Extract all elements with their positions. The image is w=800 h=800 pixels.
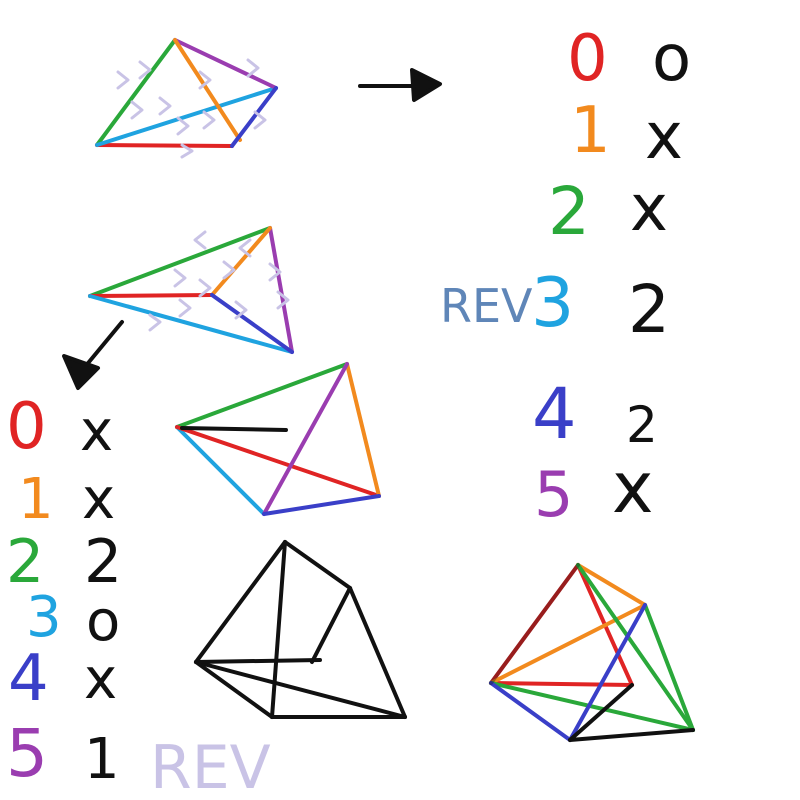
flip-arrow-mark (198, 278, 212, 298)
right-row-value: 2 (626, 396, 658, 454)
rev-label-left: REV (150, 733, 271, 800)
flip-arrow-mark (198, 70, 212, 90)
flip-arrow-mark (180, 143, 194, 159)
flip-arrow-mark (193, 230, 207, 250)
right-row-value: 2 (628, 271, 670, 348)
left-row-value: x (80, 399, 113, 464)
edge-orange (576, 563, 647, 607)
left-row-value: 1 (84, 727, 120, 792)
edge-blue (210, 293, 294, 354)
colored-tetra-left (175, 362, 381, 516)
colored-tetra-right (489, 563, 695, 742)
middle-tetra-with-flip-arrows (88, 226, 294, 354)
edge-orange (173, 38, 242, 142)
edge-green (576, 563, 695, 732)
edge-orange (210, 226, 272, 297)
edge-blue (262, 494, 381, 516)
edge-cyan (95, 86, 278, 147)
edge-cyan (88, 294, 294, 354)
edge-purple (268, 226, 294, 354)
flip-arrow-mark (138, 60, 152, 80)
flip-arrow-mark (176, 116, 190, 136)
left-index-table: 0 x 1 x 2 2 3 o 4 x 5 1 REV (6, 390, 271, 800)
flip-arrow-mark (158, 96, 172, 116)
flip-arrow-mark (234, 300, 248, 320)
left-row-index: 4 (8, 642, 49, 716)
black-wire-tetra (194, 540, 407, 719)
flip-arrow-mark (148, 313, 162, 332)
edge-red (489, 681, 634, 687)
left-row-value: x (82, 467, 115, 532)
flip-arrow-mark (246, 58, 260, 78)
right-row-index: 2 (548, 173, 590, 250)
edge-red (88, 293, 214, 298)
flip-arrow-mark (178, 298, 192, 318)
left-row-value: x (84, 647, 117, 712)
edge-blue (489, 681, 572, 742)
arrow-right (358, 68, 442, 102)
flip-arrow-mark (130, 100, 144, 120)
left-row-index: 3 (26, 585, 62, 650)
edge-orange (489, 603, 647, 685)
edge-purple (262, 362, 349, 516)
right-row-index: 0 (567, 22, 608, 96)
right-row-value: x (612, 447, 653, 529)
flip-arrow-mark (238, 238, 252, 258)
flip-arrow-mark (173, 268, 187, 288)
flip-arrow-mark (116, 70, 130, 90)
top-tetra-with-flip-arrows (95, 38, 278, 159)
rev-label-right: REV (440, 279, 533, 333)
edge-red (95, 143, 234, 148)
right-index-table: REV 0 o 1 x 2 x 3 2 4 2 5 x (440, 22, 691, 531)
right-row-index: 4 (532, 373, 577, 455)
edge-red (489, 563, 580, 685)
right-row-value: o (652, 22, 691, 96)
edge-green (88, 226, 272, 298)
edge-cyan (175, 425, 266, 516)
left-row-index: 1 (18, 467, 54, 532)
flip-arrow-mark (253, 110, 267, 130)
edge-green (175, 362, 349, 429)
arrow-head (410, 68, 442, 102)
flip-arrow-mark (202, 110, 216, 130)
edge-green (95, 38, 177, 147)
left-row-index: 2 (6, 527, 44, 597)
right-row-index: 3 (531, 264, 574, 343)
edge-black (568, 683, 634, 742)
edge-orange (345, 362, 381, 498)
edge-black-stub (180, 426, 288, 432)
left-row-index: 0 (6, 390, 47, 464)
flip-arrow-mark (276, 290, 290, 310)
edge-black (489, 563, 580, 685)
arrow-head (62, 354, 100, 390)
left-row-value: 2 (84, 527, 122, 597)
right-row-value: x (645, 100, 683, 174)
flip-arrow-mark (222, 260, 236, 280)
left-row-value: o (86, 589, 120, 654)
arrow-down-left (62, 320, 124, 390)
edge-green (489, 681, 695, 732)
right-row-index: 1 (570, 94, 611, 168)
right-row-value: x (630, 172, 668, 246)
right-row-index: 5 (534, 458, 573, 531)
edge-blue (568, 603, 647, 742)
edge-blue (230, 86, 278, 148)
left-row-index: 5 (6, 715, 48, 792)
edge-green (643, 603, 695, 732)
edge-black (568, 728, 695, 742)
edge-red (175, 425, 381, 498)
edge-purple (173, 38, 278, 90)
flip-arrow-mark (268, 262, 282, 282)
